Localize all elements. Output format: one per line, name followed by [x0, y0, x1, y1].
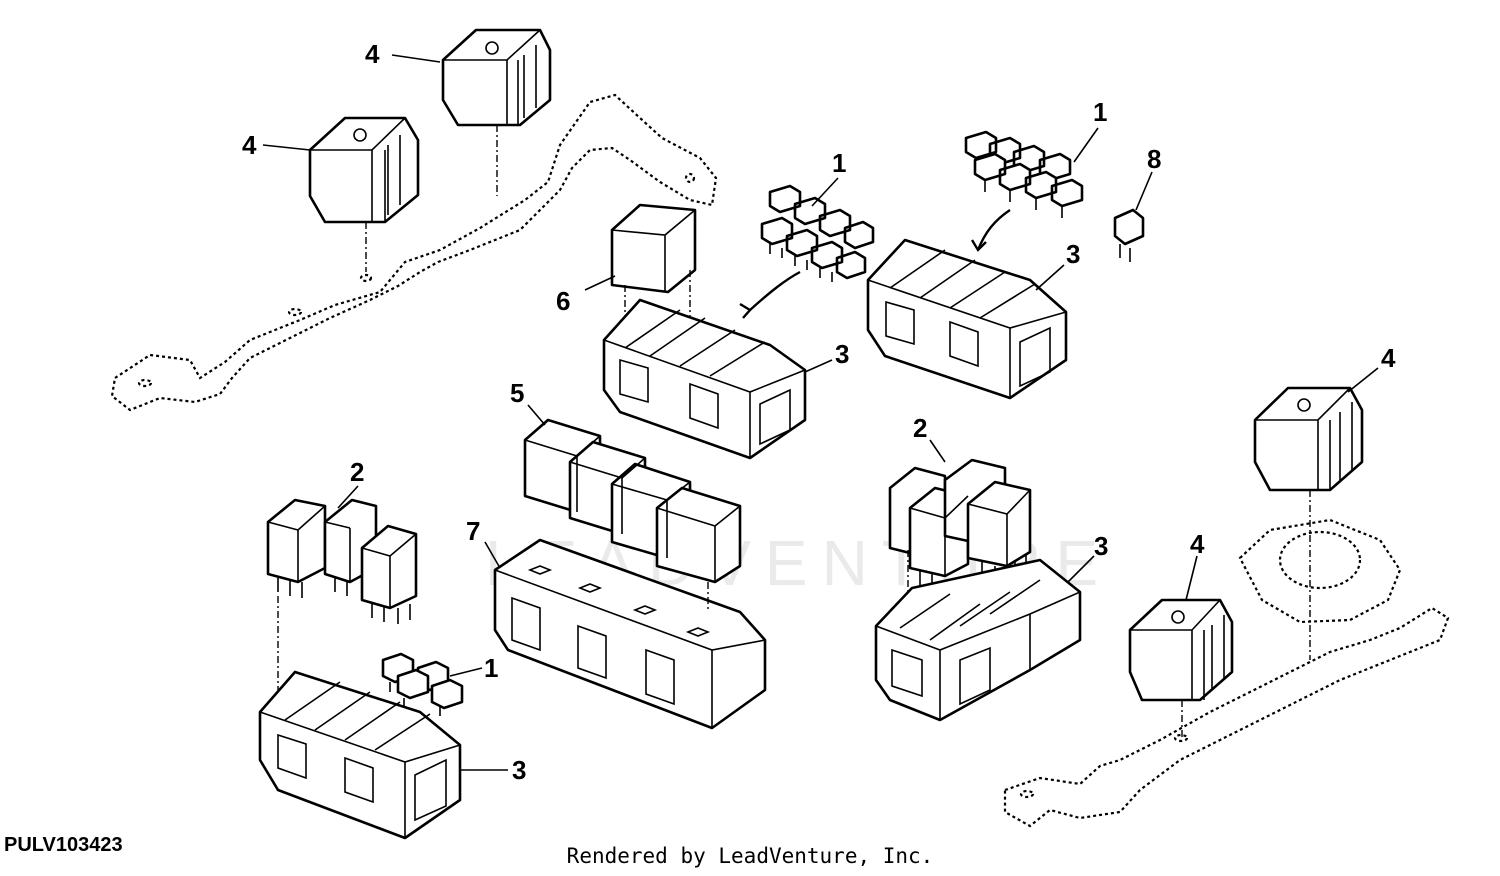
install-arrow-head: [739, 302, 752, 319]
relay-set-2-lower-left: [266, 498, 418, 624]
relay-6: [610, 203, 697, 294]
fuse-relay-block-3-lower-right: [874, 558, 1082, 722]
callout-label: 4: [1381, 343, 1396, 373]
fuse-relay-block-3-upper-right: [866, 238, 1068, 400]
fuse-set-1-center: [760, 184, 875, 282]
relay-block-7: [493, 538, 767, 730]
callout-label: 4: [1190, 529, 1205, 559]
fuse-set-1-upper-right: [964, 130, 1084, 218]
install-arrow: [976, 209, 1011, 251]
leader-lines: [262, 54, 1379, 771]
callout-label: 2: [350, 457, 364, 487]
callout-label: 6: [556, 286, 570, 316]
drawing-id-label: PULV103423: [4, 834, 123, 856]
relay-4-right-upper: [1253, 386, 1364, 492]
relay-4-upper-left: [308, 116, 420, 224]
callout-label: 3: [512, 755, 526, 785]
fuse-set-1-lower-left: [381, 652, 464, 716]
callout-label: 1: [1093, 97, 1107, 127]
relay-4-top: [441, 28, 552, 127]
fuse-relay-block-3-center: [602, 298, 807, 460]
relay-row-5: [523, 418, 742, 584]
callout-label: 7: [466, 516, 480, 546]
upper-left-mounting-bracket: [110, 93, 718, 412]
relay-4-lower-right: [1128, 598, 1234, 702]
fuse-8: [1113, 208, 1145, 262]
render-credit: Rendered by LeadVenture, Inc.: [566, 844, 934, 868]
install-arrow-head: [970, 239, 987, 252]
callout-labels: 4 4 1 1 8 6 3 3 4 5 2 7 2 3 4 1 3: [242, 39, 1396, 785]
callout-label: 1: [484, 653, 498, 683]
callout-label: 5: [510, 378, 524, 408]
lower-right-mounting-bracket: [1003, 518, 1450, 828]
callout-label: 8: [1147, 144, 1161, 174]
relay-set-2-right: [888, 458, 1032, 590]
callout-label: 4: [242, 130, 257, 160]
fuse-relay-block-3-lower-left: [258, 670, 462, 840]
callout-label: 2: [913, 413, 927, 443]
callout-label: 4: [365, 39, 380, 69]
callout-label: 3: [835, 339, 849, 369]
install-arrow: [749, 270, 801, 311]
callout-label: 1: [832, 148, 846, 178]
callout-label: 3: [1094, 531, 1108, 561]
callout-label: 3: [1066, 239, 1080, 269]
